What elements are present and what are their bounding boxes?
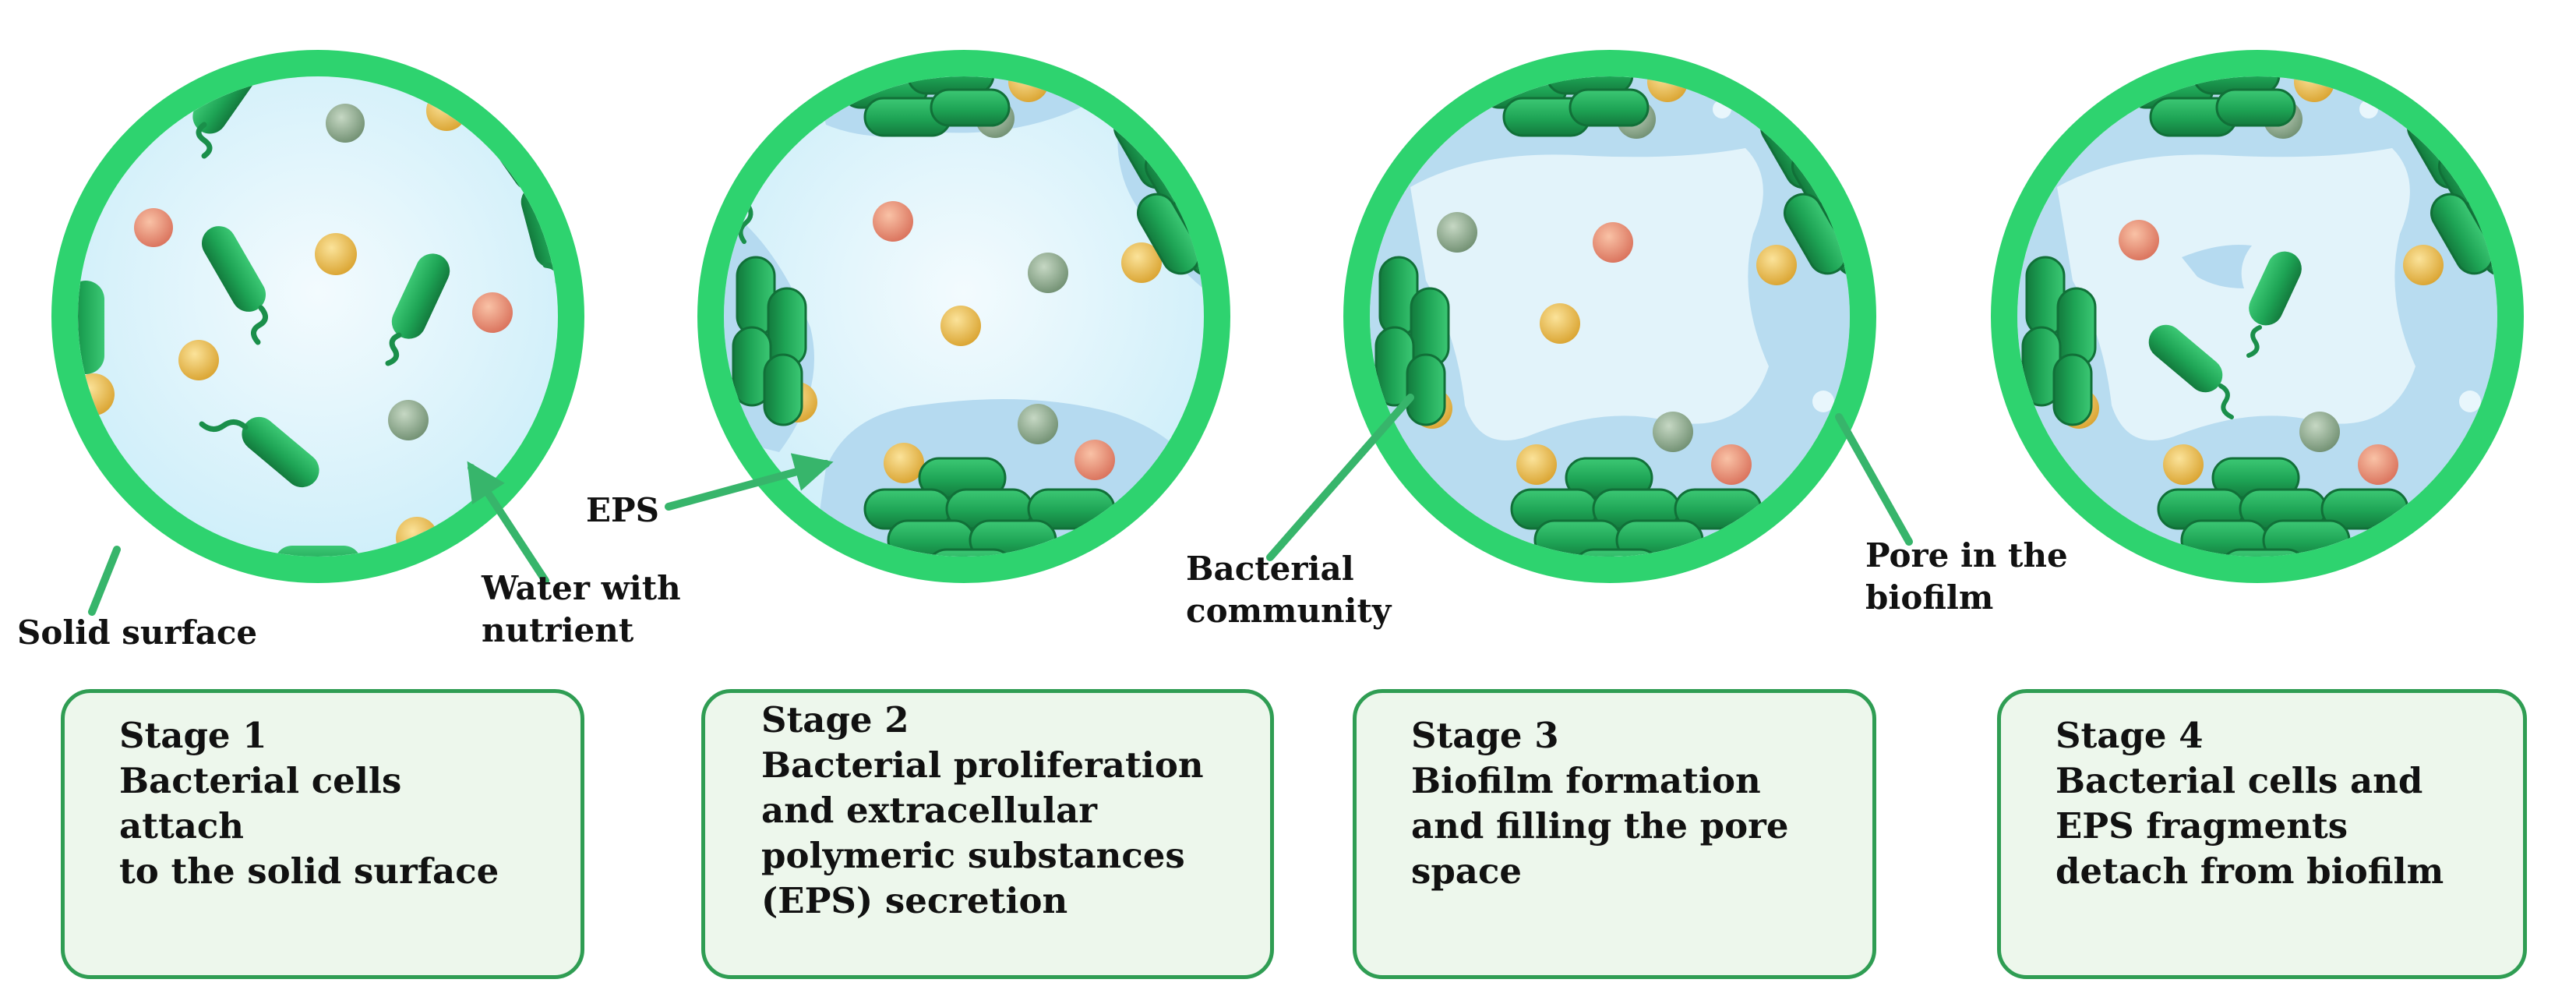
stage-1-circle — [51, 50, 584, 583]
stage-1-box: Stage 1 Bacterial cells attach to the so… — [61, 689, 584, 979]
eps-arrow — [665, 453, 834, 511]
stage-4-box: Stage 4 Bacterial cells and EPS fragment… — [1997, 689, 2527, 979]
solid-surface-ring — [1991, 50, 2524, 583]
solid-surface-ring — [1343, 50, 1876, 583]
stage-2-box: Stage 2 Bacterial proliferation and extr… — [701, 689, 1274, 979]
stage-2-text: Stage 2 Bacterial proliferation and extr… — [761, 699, 1204, 921]
detached-bacteria — [2148, 251, 2302, 419]
solid-surface-label: Solid surface — [17, 613, 258, 652]
solid-surface-ring — [697, 50, 1230, 583]
water-nutrient-arrow — [467, 461, 549, 585]
stage-3-circle — [1343, 50, 1876, 583]
flagella — [196, 122, 558, 557]
bacterial-community-label: Bacterial community — [1186, 550, 1392, 630]
pointer-arrows — [88, 394, 1913, 616]
eps-label: EPS — [586, 491, 659, 529]
water-with-nutrient-label: Water with nutrient — [482, 569, 681, 649]
bacterial-community-arrow — [1266, 394, 1414, 561]
solid-surface-ring — [51, 50, 584, 583]
remaining-water-channels — [1410, 148, 1769, 440]
stage-3-text: Stage 3 Biofilm formation and filling th… — [1411, 715, 1789, 892]
stage-1-text: Stage 1 Bacterial cells attach to the so… — [119, 715, 499, 892]
eps-fragment — [2182, 245, 2252, 288]
solid-surface-arrow — [88, 546, 121, 616]
bacteria-colonies — [732, 76, 1204, 557]
stage-2-circle — [697, 50, 1230, 583]
water-area — [78, 76, 558, 557]
stage-4-text: Stage 4 Bacterial cells and EPS fragment… — [2056, 715, 2444, 892]
stage-3-box: Stage 3 Biofilm formation and filling th… — [1353, 689, 1876, 979]
pore-arrow — [1835, 413, 1913, 546]
stage-4-circle — [1991, 50, 2524, 583]
remaining-water-channels — [2057, 148, 2415, 440]
pore-in-biofilm-label: Pore in the biofilm — [1865, 536, 2068, 617]
